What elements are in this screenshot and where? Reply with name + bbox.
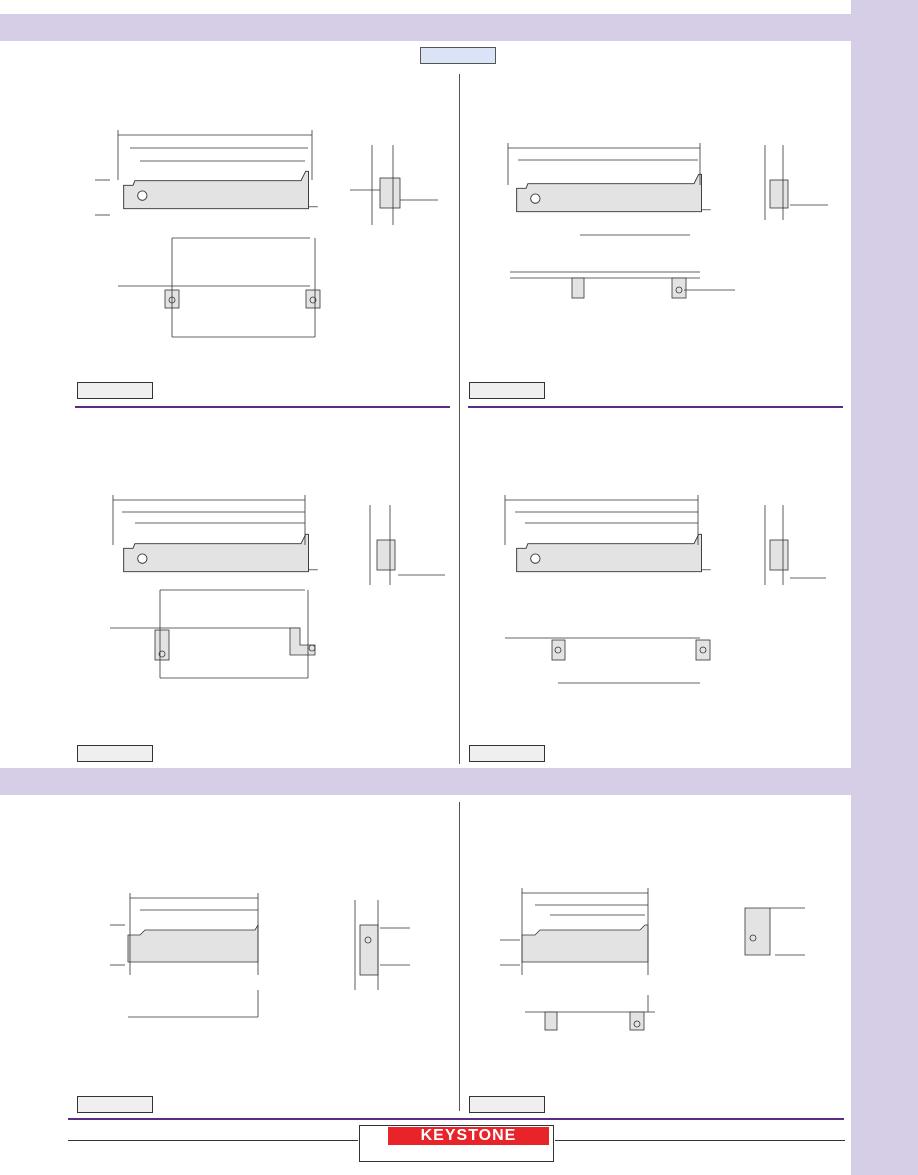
drawing-panel-2 [507,143,828,299]
footer-divider [68,1118,844,1120]
drawing-panel-1 [95,130,438,338]
section-tab [420,47,496,64]
part-label-box-1 [77,382,153,399]
drawing-panel-3 [110,495,445,679]
footer-rule-right [555,1140,845,1141]
right-side-band [851,0,918,1175]
keystone-logo: KEYSTONE [388,1127,549,1145]
horizontal-divider-left [75,406,450,408]
vertical-divider-top [459,74,460,764]
horizontal-divider-right [468,406,843,408]
drawing-panel-5 [110,893,410,1018]
drawing-panel-6 [500,888,805,1031]
part-label-box-3 [77,745,153,762]
part-label-box-2 [469,382,545,399]
vertical-divider-bottom [459,802,460,1111]
footer-rule [68,1140,358,1141]
part-label-box-6 [469,1096,545,1113]
part-label-box-4 [469,745,545,762]
top-section-band [0,14,851,41]
part-label-box-5 [77,1096,153,1113]
middle-section-band [0,768,851,795]
drawing-panel-4 [504,495,826,684]
